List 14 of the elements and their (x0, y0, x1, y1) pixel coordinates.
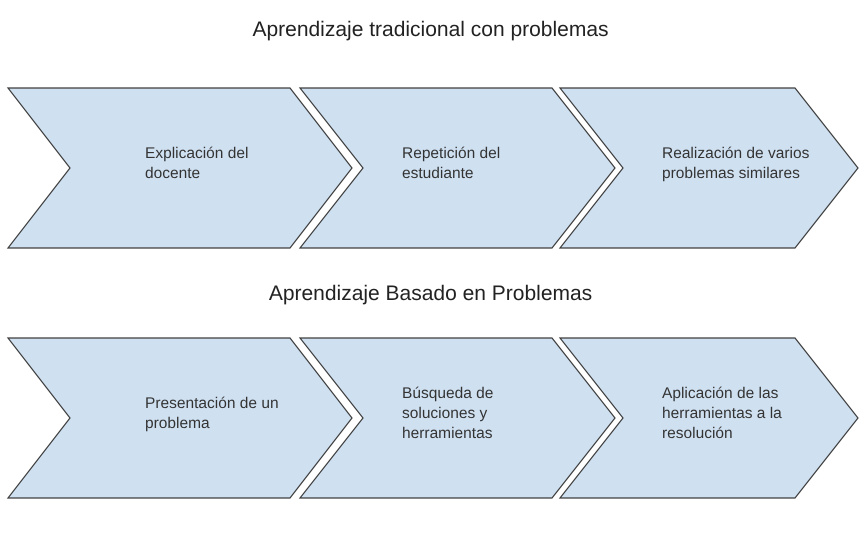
section-heading: Aprendizaje tradicional con problemas (252, 18, 609, 42)
chevron-step (8, 338, 352, 498)
chevron-step (560, 88, 858, 248)
chevron-step (8, 88, 352, 248)
section-heading: Aprendizaje Basado en Problemas (268, 282, 592, 306)
chevron-step (300, 88, 615, 248)
step-text: Búsqueda de soluciones y herramientas (402, 384, 494, 444)
step-text: Repetición del estudiante (402, 144, 502, 184)
chevron-step (300, 338, 615, 498)
step-text: Explicación del docente (145, 144, 250, 184)
step-text: Aplicación de las herramientas a la resolución (662, 384, 783, 444)
chevron-step (560, 338, 858, 498)
step-text: Presentación de un problema (145, 394, 280, 434)
step-text: Realización de varios problemas similares (662, 144, 810, 184)
